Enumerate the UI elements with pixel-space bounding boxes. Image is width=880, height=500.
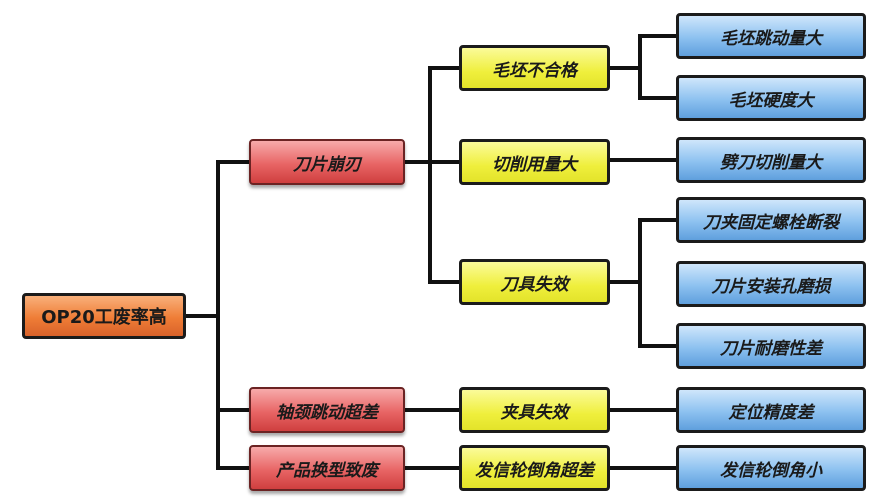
root-node: OP20工废率高 [22, 293, 186, 339]
cause-node-blank-defect: 毛坯不合格 [459, 45, 610, 91]
branch-node-journal-runout: 轴颈跳动超差 [249, 387, 405, 433]
branch-node-changeover-scrap: 产品换型致废 [249, 445, 405, 491]
root-cause-small-chamfer: 发信轮倒角小 [676, 445, 866, 491]
root-cause-clamp-bolt-broken: 刀夹固定螺栓断裂 [676, 197, 866, 243]
root-cause-blank-hardness: 毛坯硬度大 [676, 75, 866, 121]
root-cause-blank-runout: 毛坯跳动量大 [676, 13, 866, 59]
cause-node-chamfer-out-of-tolerance: 发信轮倒角超差 [459, 445, 610, 491]
root-cause-positioning-accuracy: 定位精度差 [676, 387, 866, 433]
root-cause-splitting-cut: 劈刀切削量大 [676, 137, 866, 183]
branch-node-blade-chipping: 刀片崩刃 [249, 139, 405, 185]
root-cause-poor-wear-resistance: 刀片耐磨性差 [676, 323, 866, 369]
cause-node-fixture-failure: 夹具失效 [459, 387, 610, 433]
connector-branch-1 [403, 66, 461, 284]
connector-l2-1 [608, 34, 678, 100]
cause-node-cutting-amount: 切削用量大 [459, 139, 610, 185]
connector-root [184, 160, 251, 470]
root-cause-mounting-hole-wear: 刀片安装孔磨损 [676, 261, 866, 307]
cause-node-tool-failure: 刀具失效 [459, 259, 610, 305]
connector-l2-3 [608, 218, 678, 348]
